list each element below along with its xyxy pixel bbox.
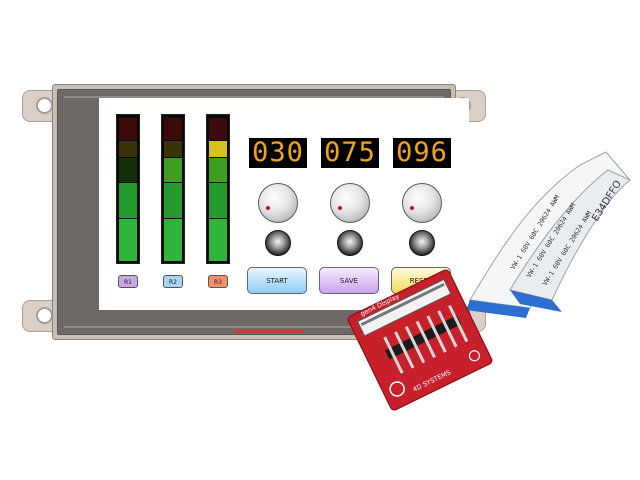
meter-segment xyxy=(209,118,227,141)
meter-segment xyxy=(164,158,182,182)
meter-segment xyxy=(209,182,227,218)
meter-segment xyxy=(209,218,227,261)
knob-indicator xyxy=(338,206,342,210)
meter-segment xyxy=(119,158,137,182)
lcd-screen: R1 R2 R3 030 075 096 START SAVE RESET xyxy=(99,98,469,310)
meter-segment xyxy=(209,141,227,158)
logo-mark xyxy=(389,381,405,397)
start-button[interactable]: START xyxy=(247,267,307,294)
level-meter-r3 xyxy=(206,114,230,264)
connector-strip xyxy=(234,329,304,333)
rotary-knob-1[interactable] xyxy=(258,183,298,223)
fpc-contacts xyxy=(360,282,445,327)
meter-segment xyxy=(209,158,227,182)
meter-segment xyxy=(119,218,137,261)
rotary-knob-2[interactable] xyxy=(330,183,370,223)
meter-segment xyxy=(164,118,182,141)
knob-indicator xyxy=(410,206,414,210)
led-readout-2: 075 xyxy=(321,138,379,168)
ribbon-cable: VW-1 60V 60C 20624 AWM VW-1 60V 60C 2062… xyxy=(466,151,631,318)
rotary-knob-3[interactable] xyxy=(402,183,442,223)
round-button-2[interactable] xyxy=(337,230,363,256)
meter-segment xyxy=(119,118,137,141)
meter-label-r2[interactable]: R2 xyxy=(163,275,183,288)
save-button[interactable]: SAVE xyxy=(319,267,379,294)
pin-header xyxy=(383,304,469,374)
level-meter-r1 xyxy=(116,114,140,264)
cable-stiffener xyxy=(466,300,530,318)
knob-indicator xyxy=(266,206,270,210)
led-readout-1: 030 xyxy=(249,138,307,168)
logo-mark xyxy=(468,350,481,362)
meter-label-r3[interactable]: R3 xyxy=(208,275,228,288)
bezel-trace xyxy=(64,96,444,98)
bezel-trace xyxy=(64,326,444,328)
meter-segment xyxy=(119,182,137,218)
mounting-hole xyxy=(36,97,53,114)
meter-segment xyxy=(164,182,182,218)
round-button-3[interactable] xyxy=(409,230,435,256)
level-meter-r2 xyxy=(161,114,185,264)
led-readout-3: 096 xyxy=(393,138,451,168)
meter-label-r1[interactable]: R1 xyxy=(118,275,138,288)
round-button-1[interactable] xyxy=(265,230,291,256)
meter-segment xyxy=(164,218,182,261)
cable-strand xyxy=(509,169,631,301)
cable-stiffener xyxy=(510,290,562,312)
mounting-hole xyxy=(36,307,53,324)
meter-segment xyxy=(119,141,137,158)
meter-segment xyxy=(164,141,182,158)
adapter-board: gen4 Display 4D SYSTEMS xyxy=(347,269,493,411)
